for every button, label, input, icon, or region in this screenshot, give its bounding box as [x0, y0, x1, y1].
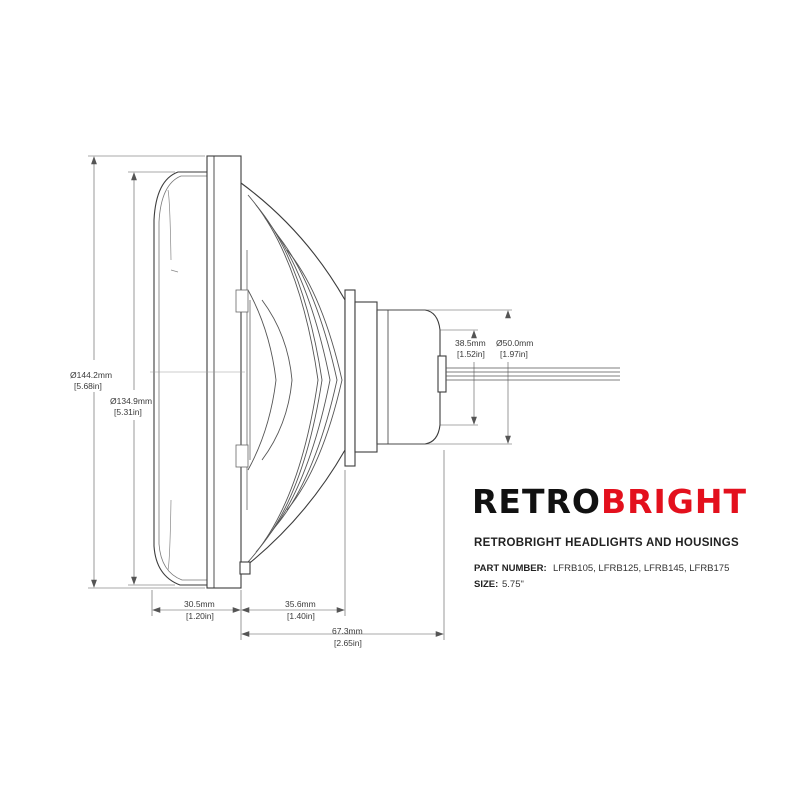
wire-leads — [446, 367, 620, 381]
lens-diameter-mm: Ø134.9mm — [110, 396, 152, 406]
reflector-inner-lines — [235, 250, 251, 510]
cap-diameter-mm: Ø50.0mm — [496, 338, 533, 348]
total-depth-in: [2.65in] — [334, 638, 362, 648]
cap-diameter-dimension: Ø50.0mm [1.97in] — [496, 338, 533, 359]
housing-depth-dimension: 35.6mm [1.40in] — [285, 599, 316, 621]
lens-edge-detail — [167, 189, 179, 571]
rear-mount-flange — [354, 301, 378, 453]
connector-height-in: [1.52in] — [457, 349, 485, 359]
retrobright-logo: RETROBRIGHT — [472, 482, 747, 521]
wire-grommet — [437, 355, 447, 393]
rear-cap-body — [376, 309, 441, 445]
connector-height-mm: 38.5mm — [455, 338, 486, 348]
lens-dome — [153, 171, 208, 586]
logo-retro: RETRO — [472, 482, 601, 521]
reflector-fins — [247, 194, 343, 563]
lens-inner-line — [158, 175, 207, 581]
total-depth-mm: 67.3mm — [332, 626, 363, 636]
housing-depth-mm: 35.6mm — [285, 599, 316, 609]
rear-mount-plate — [344, 289, 356, 467]
outer-diameter-dimension: Ø144.2mm [5.68in] — [70, 370, 112, 391]
logo-bright: BRIGHT — [601, 482, 747, 521]
outer-diameter-mm: Ø144.2mm — [70, 370, 112, 380]
product-title: RETROBRIGHT HEADLIGHTS AND HOUSINGS — [474, 537, 739, 549]
lens-depth-dimension: 30.5mm [1.20in] — [184, 599, 215, 621]
lens-depth-mm: 30.5mm — [184, 599, 215, 609]
cap-diameter-in: [1.97in] — [500, 349, 528, 359]
logo-text: RETROBRIGHT — [472, 482, 747, 521]
size-value: 5.75" — [502, 579, 524, 590]
lens-depth-in: [1.20in] — [186, 611, 214, 621]
housing-depth-in: [1.40in] — [287, 611, 315, 621]
lens-diameter-dimension: Ø134.9mm [5.31in] — [110, 396, 152, 417]
connector-height-dimension: 38.5mm [1.52in] — [455, 338, 486, 359]
total-depth-dimension: 67.3mm [2.65in] — [332, 626, 363, 648]
lens-diameter-in: [5.31in] — [114, 407, 142, 417]
outer-diameter-in: [5.68in] — [74, 381, 102, 391]
part-number-value: LFRB105, LFRB125, LFRB145, LFRB175 — [553, 563, 729, 574]
product-info: RETROBRIGHT HEADLIGHTS AND HOUSINGS PART… — [474, 537, 739, 590]
part-number-label: PART NUMBER: — [474, 563, 547, 574]
size-label: SIZE: — [474, 579, 498, 590]
bottom-screw — [239, 561, 251, 575]
dimension-lines — [88, 155, 512, 640]
